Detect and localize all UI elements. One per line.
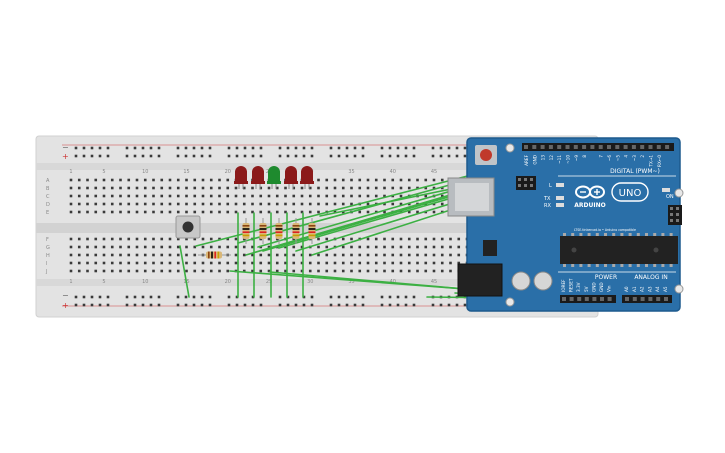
rail-plus-top: +	[62, 152, 69, 161]
led	[300, 166, 314, 189]
led-label-l: L	[549, 183, 552, 189]
reset-button[interactable]	[480, 149, 492, 161]
column-number: 30	[307, 279, 313, 285]
analog-pin-label: A4	[655, 286, 660, 292]
column-number: 20	[225, 169, 231, 175]
analog-pin-label: A0	[624, 286, 629, 292]
digital-pin-label: 2	[640, 155, 645, 158]
power-jack	[457, 263, 503, 297]
row-letter: J	[45, 269, 47, 275]
power-pin-label: Vin	[607, 285, 612, 292]
led	[251, 166, 265, 189]
column-number: 45	[431, 279, 437, 285]
compat-text: LTSE.tinkercad.io • Arduino compatible	[574, 228, 636, 232]
column-number: 35	[348, 279, 354, 285]
digital-pin-label: ~3	[632, 155, 637, 162]
digital-pin-label: 12	[549, 155, 554, 161]
arduino-logo-icon	[575, 185, 605, 199]
column-number: 45	[431, 169, 437, 175]
digital-header	[522, 143, 674, 151]
resistors	[198, 218, 316, 259]
arduino-board: DIGITAL (PWM~) POWER ANALOG IN ARDUINO U…	[447, 137, 684, 312]
column-number: 1	[69, 169, 72, 175]
microcontroller-chip	[560, 236, 678, 264]
power-pin-label: RESET	[569, 278, 574, 292]
row-letter: I	[46, 261, 47, 267]
column-number: 35	[348, 169, 354, 175]
resistor	[242, 218, 250, 244]
column-number: 5	[102, 169, 105, 175]
digital-pin-label: AREF	[524, 154, 529, 165]
rail-minus-bottom: −	[62, 291, 69, 300]
led	[284, 166, 298, 189]
row-letter: B	[46, 186, 50, 192]
analog-label: ANALOG IN	[634, 274, 667, 281]
column-number: 5	[102, 279, 105, 285]
wire[interactable]	[179, 245, 190, 298]
power-pin-label: IOREF	[561, 279, 566, 292]
rail-minus-top: −	[62, 143, 69, 152]
power-label: POWER	[595, 274, 617, 281]
digital-pin-label: ~11	[557, 155, 562, 164]
analog-pin-label: A1	[632, 286, 637, 292]
digital-pin-label: 13	[541, 155, 546, 161]
column-number: 40	[390, 169, 396, 175]
digital-pin-label: 8	[582, 155, 587, 158]
digital-pin-label: 4	[624, 155, 629, 158]
digital-pin-label: RX←0	[657, 155, 662, 167]
row-letter: A	[46, 178, 50, 184]
analog-pin-label: A3	[647, 286, 652, 292]
power-pin-label: GND	[599, 282, 604, 292]
leds	[234, 166, 314, 189]
resistor	[292, 218, 300, 244]
digital-pin-label: ~6	[607, 155, 612, 162]
column-number: 25	[266, 279, 272, 285]
arduino-logo-text: ARDUINO	[574, 202, 605, 209]
analog-pin-label: A2	[640, 286, 645, 292]
power-pin-label: 3.3V	[576, 282, 581, 292]
resistor	[275, 218, 283, 244]
column-number: 10	[142, 169, 148, 175]
row-letter: C	[46, 194, 50, 200]
resistor	[259, 218, 267, 244]
resistor	[198, 251, 231, 259]
analog-header	[622, 295, 672, 303]
led	[267, 166, 281, 189]
on-label: ON	[666, 194, 674, 200]
digital-pin-label: TX→1	[649, 155, 654, 168]
digital-header-label: DIGITAL (PWM~)	[610, 168, 660, 175]
analog-pin-label: A5	[663, 286, 668, 292]
led	[234, 166, 248, 189]
resistor	[308, 218, 316, 244]
column-number: 15	[183, 169, 189, 175]
digital-pin-label: 7	[599, 155, 604, 158]
led-label-rx: RX	[544, 203, 551, 209]
column-number: 20	[225, 279, 231, 285]
uno-label: UNO	[619, 188, 642, 199]
power-pin-label: 5V	[584, 286, 589, 292]
led-label-tx: TX	[543, 196, 551, 202]
row-letter: D	[46, 202, 50, 208]
digital-pin-label: ~10	[566, 155, 571, 164]
row-letter: H	[46, 253, 50, 259]
power-pin-label: GND	[591, 282, 596, 292]
digital-pin-label: ~9	[574, 155, 579, 162]
push-button[interactable]	[175, 215, 201, 239]
column-number: 1	[69, 279, 72, 285]
column-number: 10	[142, 279, 148, 285]
row-letter: F	[46, 237, 49, 243]
digital-pin-label: GND	[532, 155, 537, 165]
row-letter: E	[46, 210, 49, 216]
row-letter: G	[46, 245, 50, 251]
digital-pin-label: ~5	[615, 155, 620, 162]
rail-plus-bottom: +	[62, 301, 69, 310]
